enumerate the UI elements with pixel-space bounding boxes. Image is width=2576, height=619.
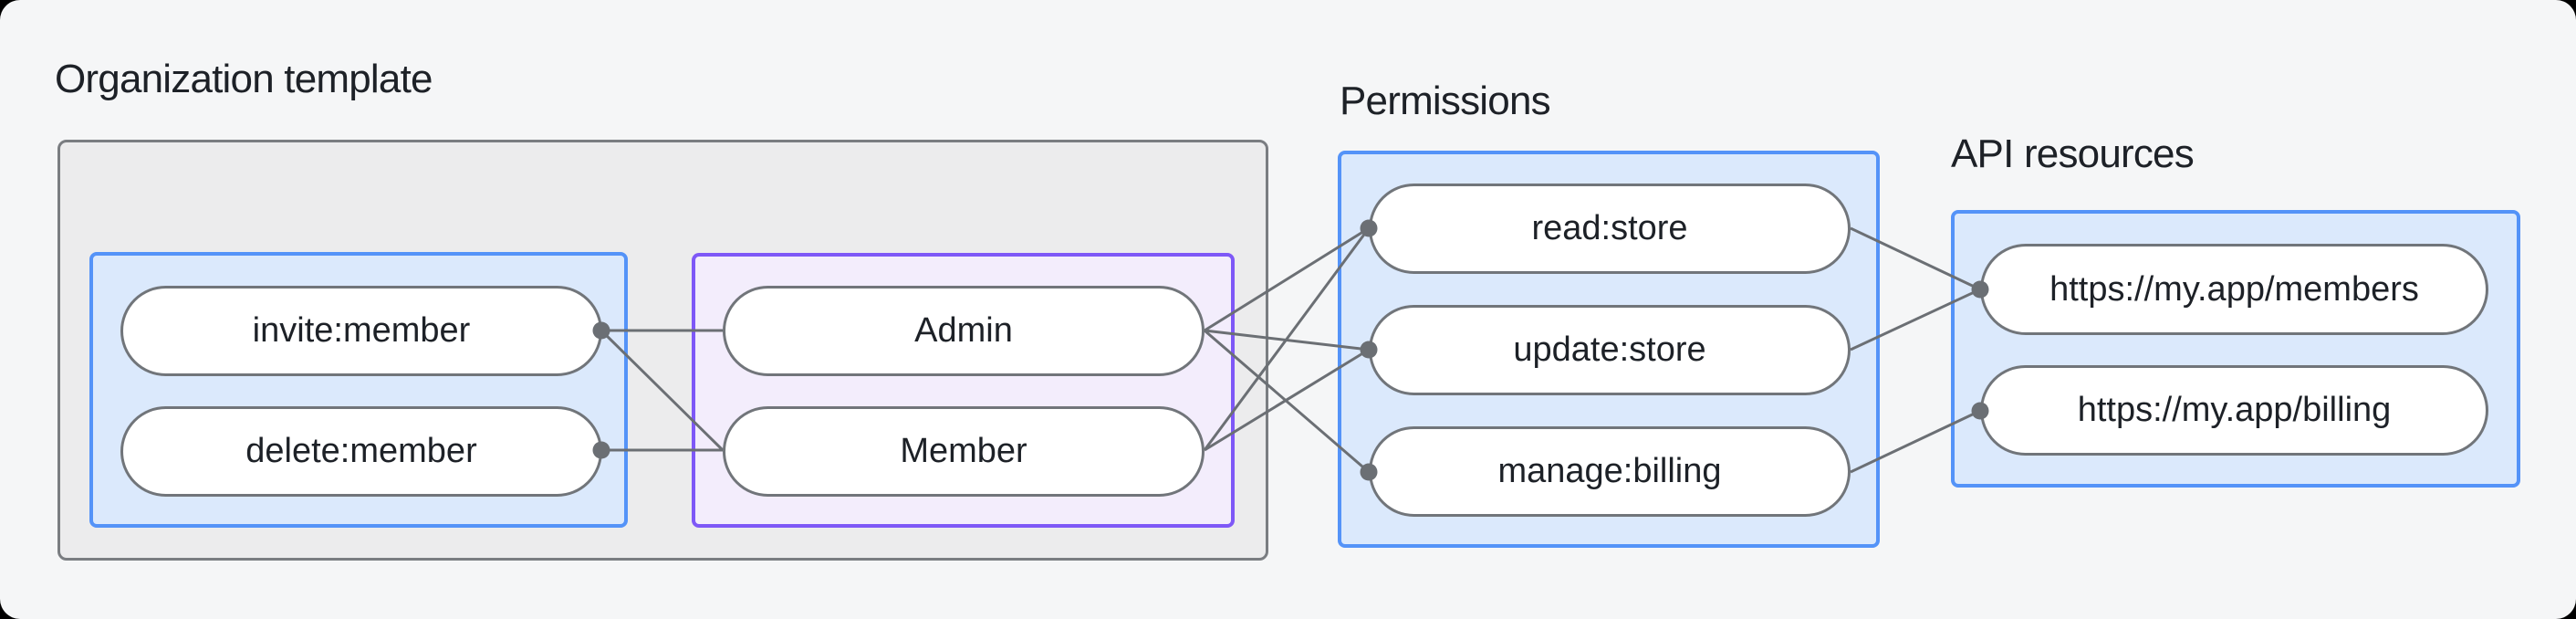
node-delete-member: delete:member	[120, 406, 602, 497]
node-invite-member: invite:member	[120, 286, 602, 376]
node-member: Member	[723, 406, 1205, 497]
org-template-title: Organization template	[55, 57, 433, 101]
permissions-label: Permissions	[1340, 79, 1551, 123]
node-members-url: https://my.app/members	[1980, 244, 2488, 335]
node-manage-billing: manage:billing	[1369, 426, 1851, 517]
node-read-store: read:store	[1369, 184, 1851, 274]
node-update-store: update:store	[1369, 305, 1851, 395]
node-admin: Admin	[723, 286, 1205, 376]
node-billing-url: https://my.app/billing	[1980, 365, 2488, 456]
api-resources-label: API resources	[1951, 131, 2195, 176]
